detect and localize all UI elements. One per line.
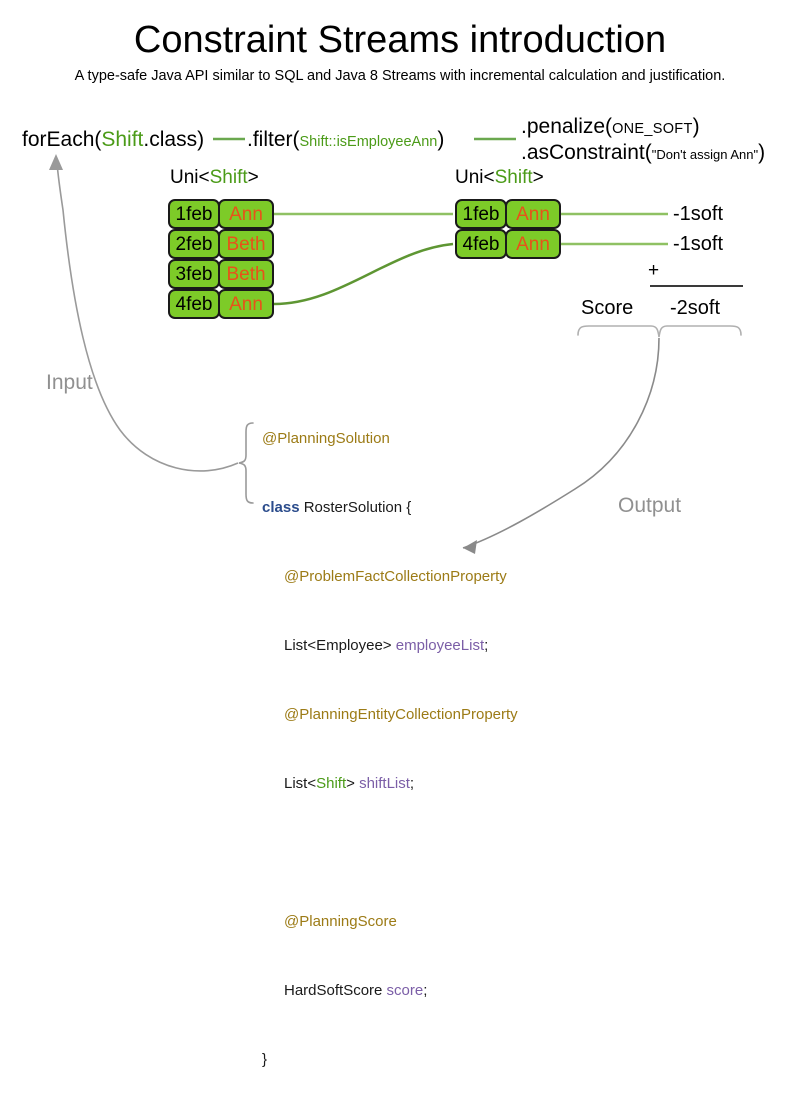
page-title: Constraint Streams introduction: [133, 19, 667, 61]
uni-right-type: Shift: [494, 167, 533, 188]
expr-as-constraint: .asConstraint("Don't assign Ann"): [521, 140, 765, 168]
expr-as-constraint-prefix: .asConstraint(: [521, 141, 652, 164]
sum-plus-sign: +: [648, 260, 660, 281]
penalty-value: -1soft: [673, 203, 724, 225]
shift-row[interactable]: 4feb Ann: [168, 289, 274, 319]
code-type-close: >: [346, 775, 360, 792]
code-field: score: [386, 982, 424, 999]
expr-as-constraint-arg: "Don't assign Ann": [651, 147, 759, 162]
shift-row[interactable]: 4feb Ann: [455, 229, 561, 259]
code-field: employeeList: [395, 637, 485, 654]
penalty-value: -1soft: [673, 233, 724, 255]
expr-penalize: .penalize(ONE_SOFT): [521, 114, 700, 142]
shift-employee: Beth: [218, 259, 274, 289]
code-line-annotation-planning-solution: @PlanningSolution: [262, 427, 518, 450]
java-code-block: @PlanningSolution class RosterSolution {…: [262, 381, 518, 1117]
code-line-blank: [262, 841, 518, 864]
code-type: List<Employee>: [284, 637, 396, 654]
shift-row[interactable]: 2feb Beth: [168, 229, 274, 259]
shift-employee: Ann: [218, 289, 274, 319]
code-type-shift: Shift: [316, 775, 347, 792]
expr-foreach-prefix: forEach(: [22, 128, 102, 151]
code-field: shiftList: [359, 775, 410, 792]
code-annotation: @PlanningScore: [284, 913, 397, 930]
shift-employee: Ann: [505, 199, 561, 229]
sum-divider: [650, 285, 743, 287]
stream-type-label-right: Uni<Shift>: [455, 167, 544, 189]
uni-right-prefix: Uni<: [455, 167, 495, 188]
shift-row[interactable]: 3feb Beth: [168, 259, 274, 289]
expr-foreach-type: Shift: [101, 128, 144, 151]
input-label: Input: [46, 371, 93, 394]
code-line-employee-list: List<Employee> employeeList;: [262, 634, 518, 657]
expr-penalize-suffix: ): [692, 115, 700, 138]
score-total: -2soft: [670, 297, 721, 319]
code-keyword: class: [262, 499, 300, 516]
shift-date: 3feb: [168, 259, 220, 289]
code-class-name: RosterSolution {: [299, 499, 412, 516]
shift-row[interactable]: 1feb Ann: [455, 199, 561, 229]
code-semicolon: ;: [484, 637, 489, 654]
expr-foreach: forEach(Shift.class): [22, 127, 204, 153]
code-annotation: @PlanningEntityCollectionProperty: [284, 706, 518, 723]
code-brace: }: [262, 1051, 268, 1068]
uni-left-suffix: >: [247, 167, 259, 188]
uni-left-type: Shift: [209, 167, 248, 188]
stream-type-label-left: Uni<Shift>: [170, 167, 259, 189]
code-semicolon: ;: [423, 982, 428, 999]
code-type: HardSoftScore: [284, 982, 387, 999]
expr-filter-prefix: .filter(: [247, 128, 300, 151]
code-line-annotation-planning-score: @PlanningScore: [262, 910, 518, 933]
shift-date: 4feb: [168, 289, 220, 319]
score-label: Score: [581, 297, 634, 319]
shift-employee: Ann: [218, 199, 274, 229]
shift-list-filtered: 1feb Ann 4feb Ann: [455, 199, 561, 259]
expr-as-constraint-suffix: ): [758, 141, 766, 164]
code-line-annotation-planning-entity: @PlanningEntityCollectionProperty: [262, 703, 518, 726]
shift-employee: Beth: [218, 229, 274, 259]
code-semicolon: ;: [409, 775, 415, 792]
expr-foreach-suffix: .class): [143, 128, 205, 151]
input-arrow-head: [49, 154, 63, 170]
score-brace: [577, 325, 742, 338]
shift-employee: Ann: [505, 229, 561, 259]
shift-date: 4feb: [455, 229, 507, 259]
code-annotation: @ProblemFactCollectionProperty: [284, 568, 507, 585]
code-line-shift-list: List<Shift> shiftList;: [262, 772, 518, 795]
code-annotation: @PlanningSolution: [262, 430, 390, 447]
expr-filter-ref: Shift::isEmployeeAnn: [299, 134, 438, 150]
shift-date: 1feb: [168, 199, 220, 229]
code-line-score-field: HardSoftScore score;: [262, 979, 518, 1002]
code-fields-brace: [238, 422, 254, 504]
code-line-annotation-problem-fact: @ProblemFactCollectionProperty: [262, 565, 518, 588]
shift-date: 1feb: [455, 199, 507, 229]
code-type: List<: [284, 775, 317, 792]
shift-date: 2feb: [168, 229, 220, 259]
flow-line-4feb: [273, 242, 454, 306]
shift-row[interactable]: 1feb Ann: [168, 199, 274, 229]
shift-list-input: 1feb Ann 2feb Beth 3feb Beth 4feb Ann: [168, 199, 274, 319]
uni-right-suffix: >: [532, 167, 544, 188]
code-line-class-decl: class RosterSolution {: [262, 496, 518, 519]
code-line-close-brace: }: [262, 1048, 518, 1071]
expr-penalize-arg: ONE_SOFT: [612, 121, 693, 137]
page-subtitle: A type-safe Java API similar to SQL and …: [74, 68, 726, 84]
slide-canvas: Constraint Streams introduction A type-s…: [22, 19, 765, 1068]
expr-penalize-prefix: .penalize(: [521, 115, 613, 138]
expr-filter-suffix: ): [437, 128, 445, 151]
output-label: Output: [618, 494, 682, 517]
uni-left-prefix: Uni<: [170, 167, 210, 188]
expr-filter: .filter(Shift::isEmployeeAnn): [247, 127, 444, 155]
